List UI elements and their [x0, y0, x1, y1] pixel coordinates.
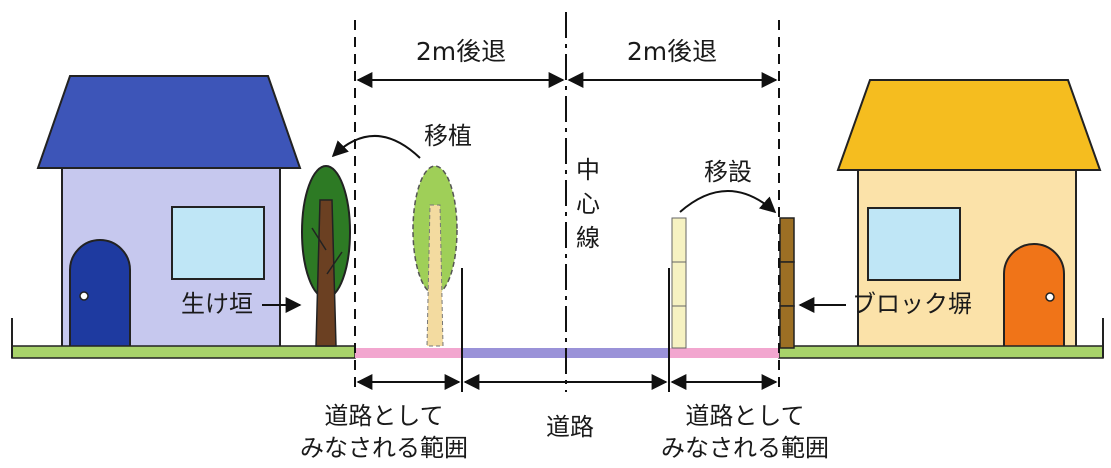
label-relocate: 移設 [704, 158, 752, 186]
deemed-road-strip-right [669, 348, 779, 358]
house-right-door [1003, 243, 1065, 351]
wall-planned-block [671, 305, 687, 349]
house-left [36, 75, 302, 349]
tree-existing [301, 165, 351, 347]
label-hedge: 生け垣 [181, 290, 253, 318]
tree-existing-trunk [315, 199, 337, 347]
label-transplant: 移植 [424, 122, 472, 150]
tree-planned [412, 165, 458, 347]
ground-left [11, 345, 356, 359]
door-knob [1045, 292, 1055, 302]
wall-planned [671, 217, 687, 349]
relocate-arrow [679, 190, 777, 214]
label-center-line-2: 心 [576, 190, 600, 218]
label-road: 道路 [546, 413, 594, 441]
wall-existing-block [779, 305, 795, 349]
label-center-line-3: 線 [576, 224, 600, 252]
wall-existing-block [779, 261, 795, 307]
label-center-line-1: 中 [576, 156, 600, 184]
label-setback-left: 2m後退 [416, 37, 506, 66]
door-knob [79, 291, 89, 301]
tree-planned-trunk [426, 204, 444, 347]
wall-planned-block [671, 261, 687, 307]
house-left-door [69, 239, 131, 349]
transplant-arrow [331, 135, 421, 159]
house-right-roof [836, 79, 1102, 171]
label-deemed-road-right-line1: 道路として [685, 402, 804, 430]
label-deemed-road-left-line1: 道路として [324, 402, 443, 430]
deemed-road-strip-left [355, 348, 462, 358]
house-left-window [171, 206, 265, 280]
wall-existing [779, 217, 795, 349]
label-deemed-road-right-line2: みなされる範囲 [661, 434, 829, 462]
house-left-roof [36, 75, 302, 169]
ground-right [778, 345, 1104, 359]
wall-existing-block [779, 217, 795, 263]
wall-planned-block [671, 217, 687, 263]
label-block-wall: ブロック塀 [852, 290, 972, 318]
house-right-window [867, 207, 961, 281]
label-setback-right: 2m後退 [627, 37, 717, 66]
label-deemed-road-left-line2: みなされる範囲 [300, 434, 468, 462]
